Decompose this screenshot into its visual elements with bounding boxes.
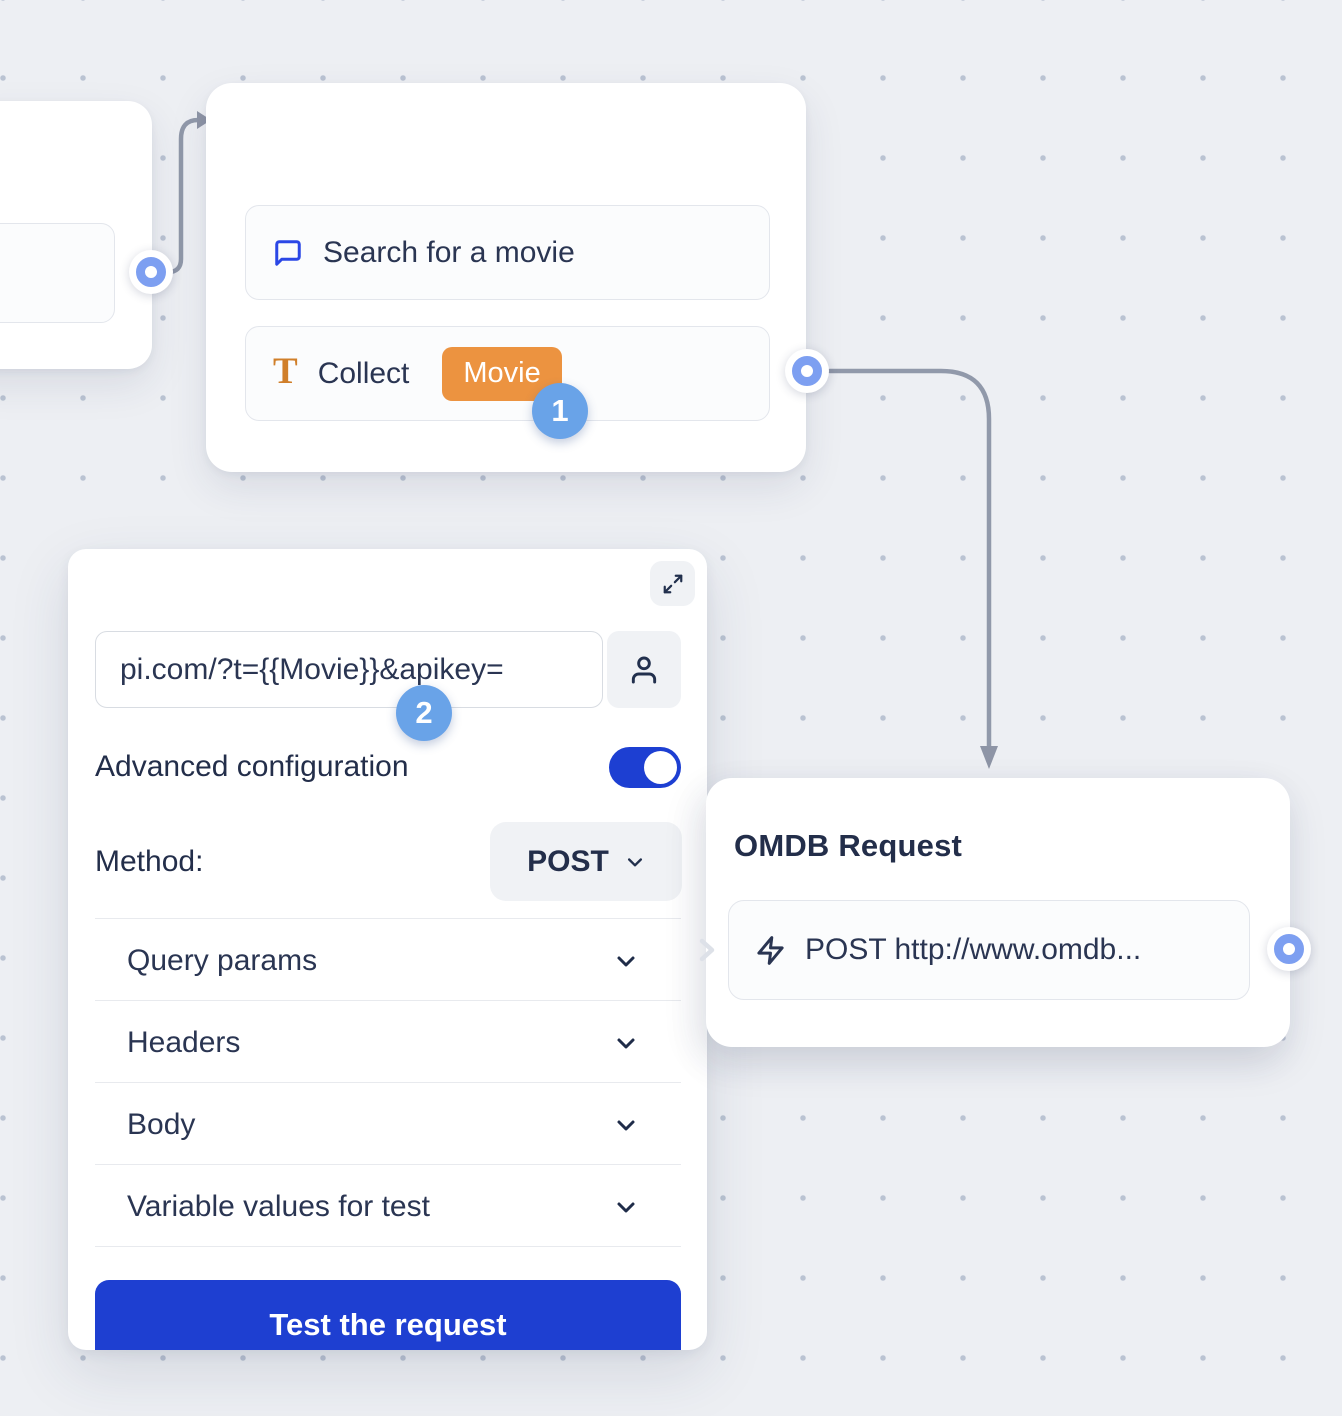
expand-icon (663, 574, 682, 593)
arrowhead-into-movie-search (197, 111, 211, 129)
block-label: Collect (317, 356, 410, 390)
block-label: POST http://www.omdb... (805, 933, 1142, 966)
toggle-knob (644, 751, 677, 784)
text-input-icon: T (273, 351, 298, 392)
wire-movie-to-omdb (827, 368, 992, 751)
lightning-icon (757, 935, 784, 965)
divider (95, 1164, 681, 1165)
node-omdb-request[interactable]: OMDB Request POST http://www.omdb... (699, 778, 1290, 1047)
section-label: Body (127, 1108, 196, 1141)
port-ring (136, 257, 166, 287)
expand-button[interactable] (650, 561, 695, 606)
chevron-down-icon (617, 1202, 635, 1213)
request-config-panel: 2 Advanced configuration Method: POST Qu… (68, 549, 707, 1350)
section-headers[interactable]: Headers (95, 1008, 681, 1078)
arrowhead-into-omdb (980, 746, 998, 769)
section-label: Query params (127, 944, 318, 977)
divider (95, 1246, 681, 1247)
person-button[interactable] (607, 631, 681, 708)
chevron-down-icon (617, 1038, 635, 1049)
test-request-button[interactable]: Test the request (95, 1280, 681, 1350)
input-port-chevron-icon (699, 938, 715, 962)
wire-into-movie-search (159, 117, 201, 275)
url-input[interactable] (95, 631, 603, 708)
node-movie-search[interactable]: Movie search Search for a movie T Collec… (206, 83, 806, 472)
divider (95, 1000, 681, 1001)
section-query-params[interactable]: Query params (95, 926, 681, 996)
section-label: Variable values for test (127, 1190, 430, 1223)
section-variable-values[interactable]: Variable values for test (95, 1172, 681, 1242)
divider (95, 1082, 681, 1083)
chat-bubble-icon (275, 239, 301, 266)
partial-node[interactable] (0, 101, 152, 369)
advanced-configuration-toggle[interactable] (609, 747, 681, 788)
method-label: Method: (95, 845, 204, 878)
block-post-request[interactable]: POST http://www.omdb... (728, 900, 1250, 1000)
block-search-for-a-movie[interactable]: Search for a movie (245, 205, 770, 300)
step-badge-2: 2 (396, 685, 452, 741)
chevron-down-icon (617, 956, 635, 967)
port-ring (792, 356, 822, 386)
person-icon (631, 656, 657, 683)
chevron-down-icon (617, 1120, 635, 1131)
advanced-configuration-label: Advanced configuration (95, 750, 409, 783)
section-body[interactable]: Body (95, 1090, 681, 1160)
divider (95, 918, 681, 919)
step-badge-1: 1 (532, 383, 588, 439)
block-label: Search for a movie (323, 235, 575, 269)
chevron-down-icon (627, 857, 642, 866)
method-value: POST (527, 844, 609, 878)
section-label: Headers (127, 1026, 241, 1059)
block-collect-movie[interactable]: T Collect Movie (245, 326, 770, 421)
port-ring (1274, 934, 1304, 964)
partial-node-item[interactable] (0, 223, 115, 323)
method-dropdown[interactable]: POST (490, 822, 682, 901)
node-title: OMDB Request (734, 828, 963, 863)
